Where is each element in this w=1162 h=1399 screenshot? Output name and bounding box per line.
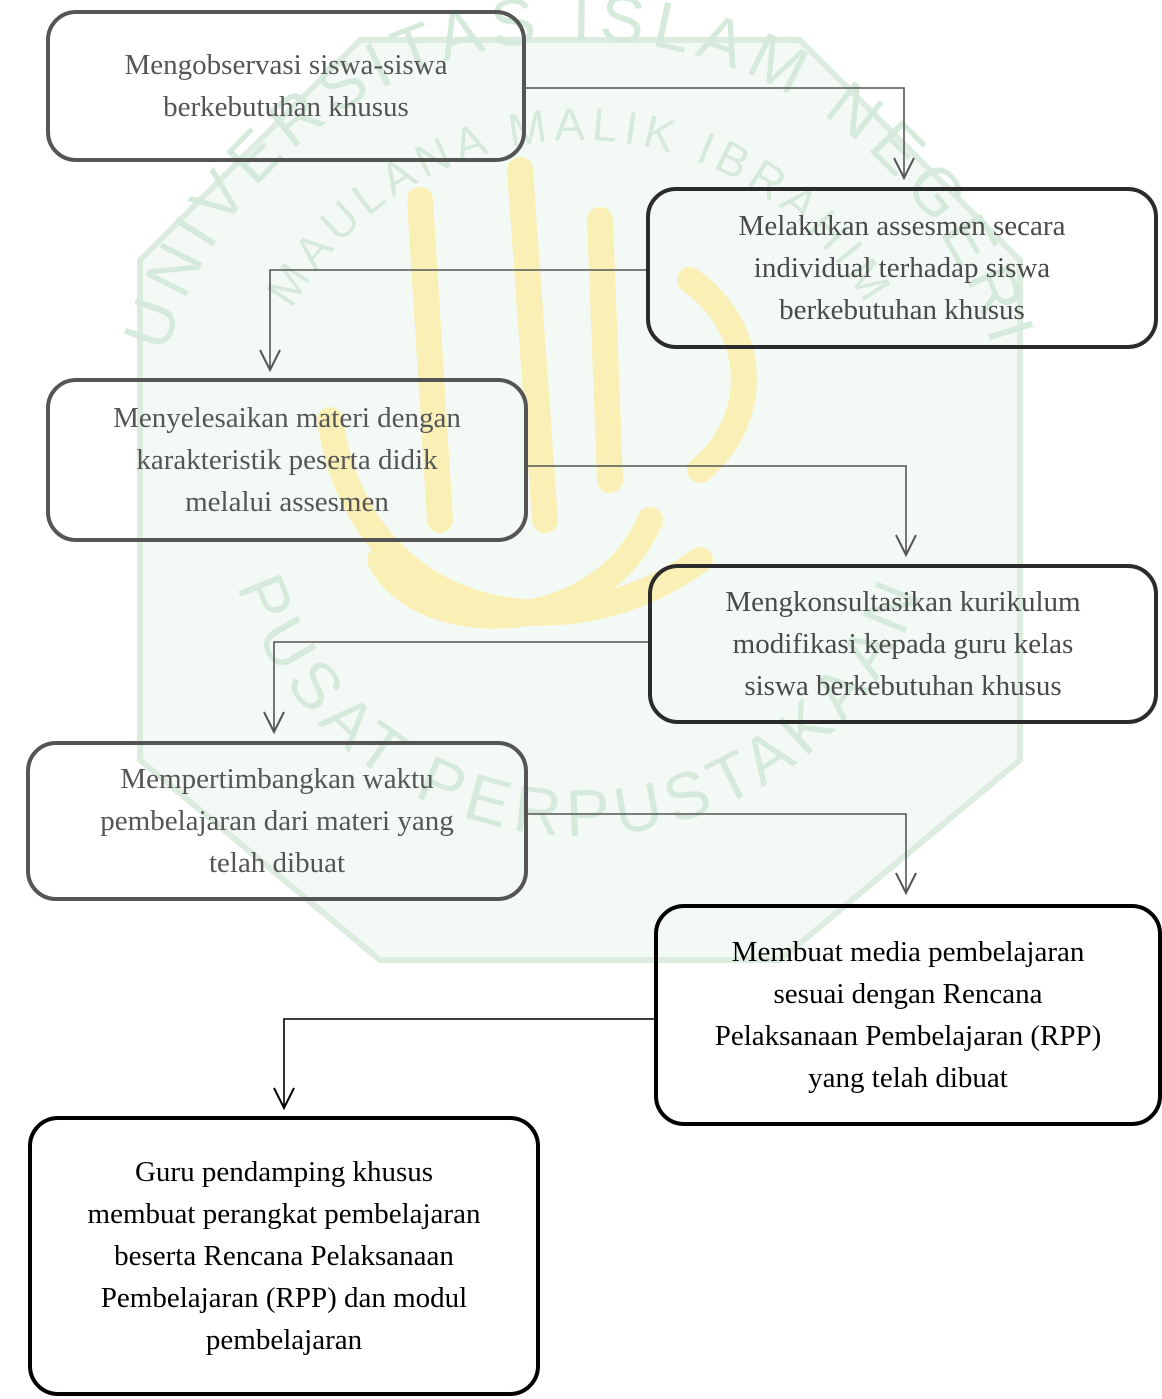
connector-step1-step2 — [526, 87, 905, 178]
step-box-complete-material: Menyelesaikan materi dengan karakteristi… — [46, 378, 528, 542]
arrowhead-step5 — [263, 711, 285, 735]
arrowhead-step6 — [895, 872, 917, 896]
connector-step2-step3 — [269, 269, 646, 370]
step-box-consider-time: Mempertimbangkan waktu pembelajaran dari… — [26, 741, 528, 901]
arrowhead-step3 — [259, 349, 281, 373]
connector-step6-step7 — [283, 1018, 654, 1108]
step-box-create-media: Membuat media pembelajaran sesuai dengan… — [654, 904, 1162, 1126]
arrowhead-step4 — [895, 534, 917, 558]
step-box-individual-assessment: Melakukan assesmen secara individual ter… — [646, 187, 1158, 349]
step-box-consult-curriculum: Mengkonsultasikan kurikulum modifikasi k… — [648, 564, 1158, 724]
arrowhead-step7 — [273, 1087, 295, 1111]
connector-step4-step5 — [273, 641, 648, 732]
step-box-teacher-creates-tools: Guru pendamping khusus membuat perangkat… — [28, 1116, 540, 1396]
connector-step3-step4 — [528, 465, 907, 555]
connector-step5-step6 — [528, 813, 907, 893]
step-box-observe-students: Mengobservasi siswa-siswa berkebutuhan k… — [46, 10, 526, 162]
arrowhead-step2 — [893, 157, 915, 181]
